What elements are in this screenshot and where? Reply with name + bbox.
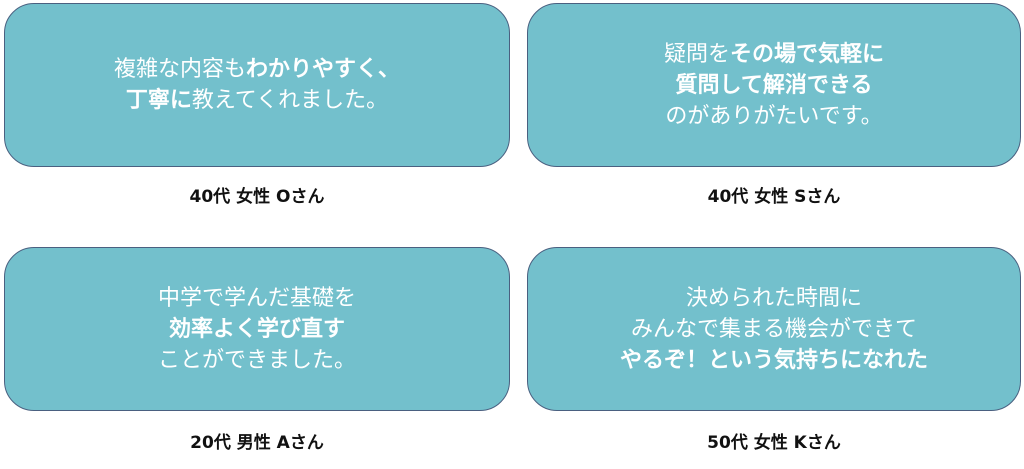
- quote-text: ことができました。: [157, 347, 356, 373]
- quote-text: 複雑な内容も: [113, 57, 246, 82]
- quote-line: 中学で学んだ基礎を: [158, 283, 356, 314]
- quote-text: のがありがたいです。: [665, 103, 883, 129]
- quote-emphasis: 質問して解消できる: [675, 72, 873, 98]
- quote-emphasis: 効率よく学び直す: [168, 316, 345, 342]
- quote-line: やるぞ！という気持ちになれた: [620, 345, 928, 376]
- quote-line: ことができました。: [158, 345, 356, 376]
- quote-line: 複雑な内容もわかりやすく、: [114, 54, 400, 85]
- quote-line: 効率よく学び直す: [169, 314, 345, 345]
- quote-text: 中学で学んだ基礎を: [157, 285, 356, 311]
- quote-text: みんなで集まる機会ができて: [630, 316, 917, 342]
- quote-text: 疑問を: [663, 41, 730, 67]
- testimonial-card-3: 中学で学んだ基礎を 効率よく学び直す ことができました。: [4, 247, 510, 411]
- testimonial-card-2: 疑問をその場で気軽に 質問して解消できる のがありがたいです。: [527, 3, 1021, 167]
- testimonial-author-1: 40代 女性 Oさん: [189, 187, 325, 207]
- quote-text: 決められた時間に: [685, 285, 862, 311]
- quote-line: のがありがたいです。: [665, 101, 882, 132]
- testimonial-author-3: 20代 男性 Aさん: [190, 433, 324, 453]
- testimonial-card-1: 複雑な内容もわかりやすく、 丁寧に教えてくれました。: [4, 3, 510, 167]
- quote-emphasis: その場で気軽に: [730, 41, 885, 67]
- quote-emphasis: やるぞ！という気持ちになれた: [619, 347, 928, 373]
- testimonial-author-2: 40代 女性 Sさん: [707, 187, 841, 207]
- testimonial-author-4: 50代 女性 Kさん: [707, 433, 841, 453]
- quote-line: みんなで集まる機会ができて: [631, 314, 917, 345]
- testimonial-card-4: 決められた時間に みんなで集まる機会ができて やるぞ！という気持ちになれた: [527, 247, 1021, 411]
- quote-text: 教えてくれました。: [191, 88, 389, 113]
- quote-line: 質問して解消できる: [676, 70, 873, 101]
- quote-line: 決められた時間に: [686, 283, 862, 314]
- quote-line: 丁寧に教えてくれました。: [126, 85, 388, 116]
- quote-emphasis: 丁寧に: [125, 88, 192, 113]
- quote-line: 疑問をその場で気軽に: [664, 39, 884, 70]
- quote-emphasis: わかりやすく、: [246, 57, 401, 82]
